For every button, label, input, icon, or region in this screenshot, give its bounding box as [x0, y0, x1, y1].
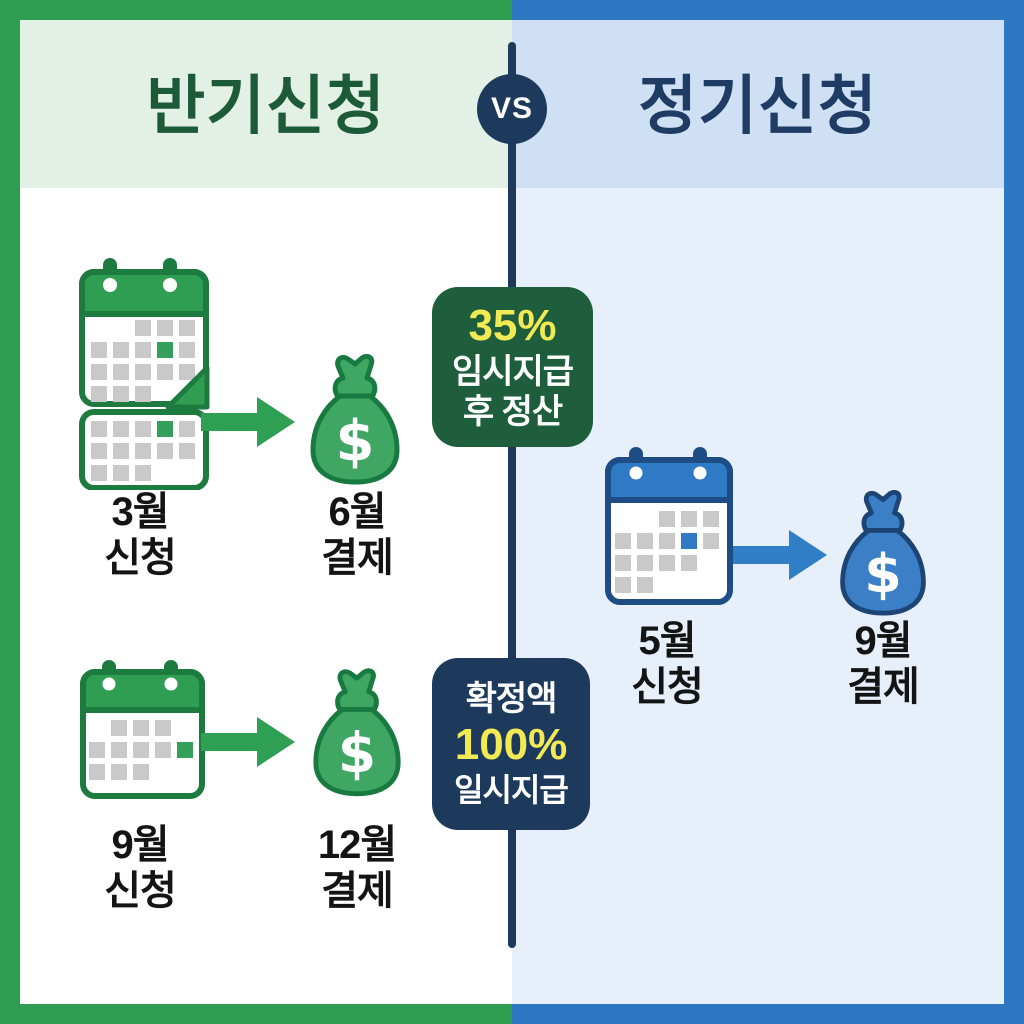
money-bag-icon: $ [840, 490, 926, 616]
svg-text:$: $ [336, 409, 375, 474]
right-panel-title: 정기신청 [638, 70, 878, 142]
badge-text: 확정액 [465, 680, 558, 719]
badge-text: 일시지급 [454, 771, 569, 808]
left-panel-title: 반기신청 [146, 70, 386, 142]
apply-month-label: 3월 신청 [104, 490, 177, 580]
pay-month-label: 12월 결제 [317, 823, 397, 913]
arrow-right-icon [733, 530, 827, 580]
arrow-right-icon [201, 397, 295, 447]
vs-label: VS [490, 92, 534, 125]
center-divider-line [508, 42, 516, 948]
arrow-right-icon [201, 717, 295, 767]
badge-text: 임시지급 [451, 352, 574, 391]
percent-highlight: 100% [454, 719, 568, 769]
badge-text: 후 정산 [462, 393, 563, 432]
money-bag-icon: $ [313, 668, 401, 797]
calendar-icon [80, 660, 205, 799]
svg-text:$: $ [338, 721, 376, 785]
regular-payment-badge: 확정액 100% 일시지급 [432, 658, 590, 830]
money-bag-icon: $ [310, 354, 400, 485]
svg-text:$: $ [864, 542, 901, 605]
calendar-two-months-icon [79, 258, 210, 490]
semi-annual-payment-badge: 35% 임시지급 후 정산 [432, 287, 593, 447]
vs-badge: VS [477, 74, 547, 144]
calendar-icon [605, 447, 733, 605]
apply-month-label: 5월 신청 [631, 619, 704, 709]
percent-highlight: 35% [468, 300, 557, 350]
pay-month-label: 6월 결제 [321, 490, 394, 580]
apply-month-label: 9월 신청 [104, 823, 177, 913]
pay-month-label: 9월 결제 [847, 619, 920, 709]
